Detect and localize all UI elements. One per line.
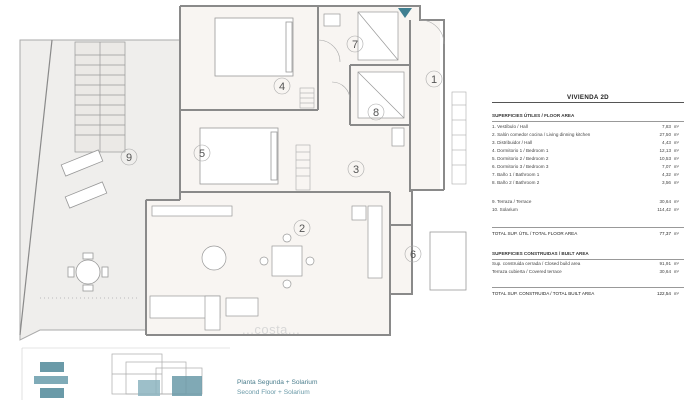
total-useful-rule — [492, 227, 684, 228]
sun-lounger-icon — [60, 149, 108, 209]
area-row-label: 10. Solarium — [492, 207, 518, 212]
area-row-value: 27,50 — [659, 132, 672, 137]
bathroom-fixtures — [323, 11, 405, 147]
entrance-arrow-icon — [398, 8, 412, 18]
area-row-label: 4. Dormitorio 1 / Bedroom 1 — [492, 148, 549, 153]
wardrobe-icon — [295, 87, 467, 191]
area-row-unit: m² — [674, 132, 679, 137]
living-furniture — [149, 233, 315, 331]
legend-title: VIVIENDA 2D — [567, 94, 609, 101]
area-row-label: 5. Dormitorio 2 / Bedroom 2 — [492, 156, 549, 161]
area-row-unit: m² — [674, 207, 679, 212]
area-row: 2. Salón comedor cocina / Living dinning… — [492, 132, 684, 140]
room-label-9: 9 — [126, 152, 132, 164]
room-label-5: 5 — [199, 148, 205, 160]
terrace-area — [19, 39, 181, 341]
area-row: 3. Distribuidor / Hall 4,43 m² — [492, 140, 684, 148]
watermark: ...costa... — [242, 322, 301, 337]
room-label-3: 3 — [353, 164, 359, 176]
area-row-unit: m² — [674, 164, 679, 169]
area-row-value: 7,83 — [662, 124, 671, 129]
floor-plan: 1 2 3 4 5 6 7 8 9 — [19, 5, 467, 400]
area-row-label: 6. Dormitorio 3 / Bedroom 3 — [492, 164, 549, 169]
room-label-4: 4 — [279, 81, 285, 93]
area-row-value: 12,13 — [659, 148, 672, 153]
area-row-value: 30,64 — [659, 269, 672, 274]
built-header-label: SUPERFICIES CONSTRUIDAS / BUILT AREA — [492, 251, 589, 256]
total-useful-row: TOTAL SUP. ÚTIL / TOTAL FLOOR AREA 77,37… — [492, 231, 684, 239]
total-built-rule — [492, 287, 684, 288]
area-row-label: 3. Distribuidor / Hall — [492, 140, 533, 145]
area-row-label: 1. Vestíbulo / Hall — [492, 124, 528, 129]
area-row-value: 4,43 — [662, 140, 671, 145]
area-row-value: 114,42 — [657, 207, 671, 212]
total-useful-label: TOTAL SUP. ÚTIL / TOTAL FLOOR AREA — [492, 231, 578, 236]
useful-header-rule — [492, 121, 684, 122]
area-row: 5. Dormitorio 2 / Bedroom 2 10,53 m² — [492, 156, 684, 164]
area-row: 8. Baño 2 / Bathroom 2 3,56 m² — [492, 180, 684, 188]
area-row-unit: m² — [674, 199, 679, 204]
area-row-label: 2. Salón comedor cocina / Living dinning… — [492, 132, 591, 137]
door-swing — [317, 19, 445, 101]
area-row-value: 7,07 — [662, 164, 671, 169]
area-row: Terraza cubierta / Covered terrace 30,64… — [492, 269, 684, 277]
key-plan — [21, 347, 230, 400]
area-row-value: 4,32 — [662, 172, 671, 177]
room-label-2: 2 — [299, 223, 305, 235]
area-row-unit: m² — [674, 140, 679, 145]
room-label-6: 6 — [410, 249, 416, 261]
area-row-label: 8. Baño 2 / Bathroom 2 — [492, 180, 540, 185]
area-row-unit: m² — [674, 261, 679, 266]
area-row-label: Terraza cubierta / Covered terrace — [492, 269, 562, 274]
area-row-value: 91,91 — [659, 261, 672, 266]
total-useful-value: 77,37 — [659, 231, 672, 236]
room-labels: 1 2 3 4 5 6 7 8 9 — [126, 39, 437, 261]
area-row-unit: m² — [674, 148, 679, 153]
area-row-unit: m² — [674, 172, 679, 177]
legend-top-rule — [492, 102, 684, 103]
area-row: 9. Terraza / Terrace 30,64 m² — [492, 199, 684, 207]
total-built-row: TOTAL SUP. CONSTRUIDA / TOTAL BUILT AREA… — [492, 291, 684, 299]
total-built-label: TOTAL SUP. CONSTRUIDA / TOTAL BUILT AREA — [492, 291, 595, 296]
total-built-value: 122,54 — [656, 291, 671, 296]
area-row-label: 9. Terraza / Terrace — [492, 199, 532, 204]
area-row: Sup. construida cerrada / Closed build a… — [492, 261, 684, 269]
area-row-unit: m² — [674, 269, 679, 274]
kitchen-counter — [151, 205, 383, 279]
total-built-unit: m² — [674, 291, 679, 296]
room-label-8: 8 — [373, 107, 379, 119]
useful-header-label: SUPERFICIES ÚTILES / FLOOR AREA — [492, 113, 575, 118]
area-row: 7. Baño 1 / Bathroom 1 4,32 m² — [492, 172, 684, 180]
area-row-label: Sup. construida cerrada / Closed build a… — [492, 261, 581, 266]
total-useful-unit: m² — [674, 231, 679, 236]
floor-caption-en: Second Floor + Solarium — [237, 389, 310, 396]
area-row-value: 30,64 — [659, 199, 672, 204]
area-row-unit: m² — [674, 180, 679, 185]
floor-caption-es: Planta Segunda + Solarium — [237, 379, 318, 386]
outdoor-table-icon — [67, 252, 109, 292]
area-row-label: 7. Baño 1 / Bathroom 1 — [492, 172, 540, 177]
bed-icon — [199, 17, 467, 291]
built-area-header: SUPERFICIES CONSTRUIDAS / BUILT AREA — [492, 251, 684, 259]
room-label-7: 7 — [352, 39, 358, 51]
area-row: 6. Dormitorio 3 / Bedroom 3 7,07 m² — [492, 164, 684, 172]
area-row-unit: m² — [674, 124, 679, 129]
room-label-1: 1 — [431, 74, 437, 86]
area-row: 1. Vestíbulo / Hall 7,83 m² — [492, 124, 684, 132]
useful-area-header: SUPERFICIES ÚTILES / FLOOR AREA — [492, 113, 684, 121]
area-row-value: 3,56 — [662, 180, 671, 185]
area-row: 4. Dormitorio 1 / Bedroom 1 12,13 m² — [492, 148, 684, 156]
area-row: 10. Solarium 114,42 m² — [492, 207, 684, 215]
built-header-rule — [492, 259, 684, 260]
area-row-value: 10,53 — [659, 156, 672, 161]
staircase — [74, 41, 126, 153]
area-row-unit: m² — [674, 156, 679, 161]
